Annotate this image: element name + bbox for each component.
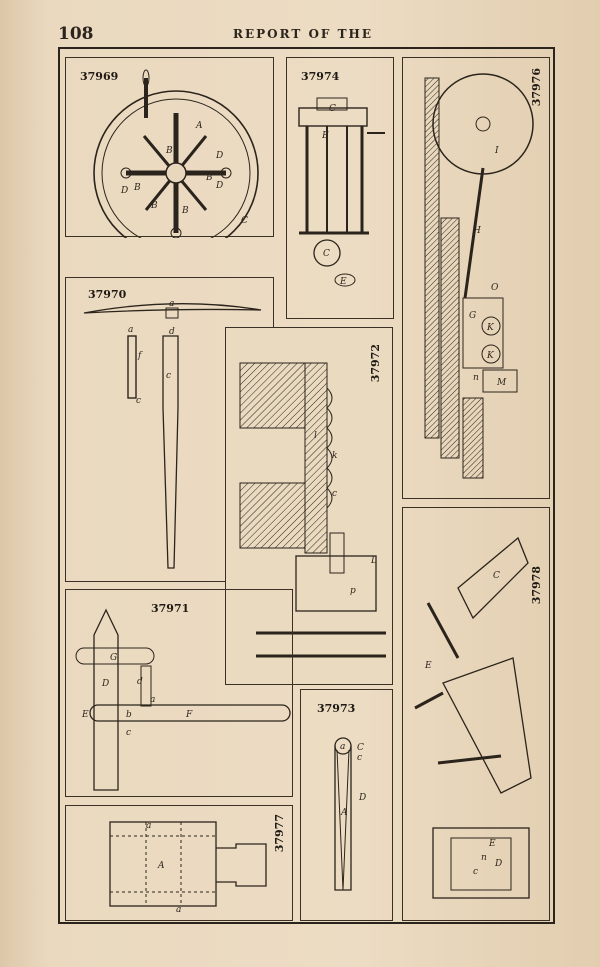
label-b: b [126,710,132,720]
figure-37973-panel: 37973 a C c D A [300,689,393,921]
label-B: B [205,173,213,183]
figure-37970-drawing: a d a f c c [83,299,262,569]
figure-number: 37970 [88,288,127,301]
figure-37976-panel: 37976 I H O G [402,57,550,499]
label-I: I [494,146,499,156]
label-F: F [185,710,193,720]
label-G: G [469,311,476,321]
label-O: O [491,283,499,293]
label-A: A [195,121,203,131]
label-c: c [473,867,478,877]
label-a: a [340,742,345,752]
figure-37978-drawing: C E E D n c [414,536,532,899]
label-E: E [81,710,89,720]
figure-number: 37974 [301,70,340,83]
figure-37974-drawing: C E C E [298,97,385,287]
label-C: C [329,104,336,114]
label-c: c [136,396,141,406]
label-L: L [370,556,377,566]
figure-number: 37971 [151,602,190,615]
label-a: a [150,695,155,705]
label-B: B [165,146,173,156]
label-K: K [486,351,495,361]
figure-37978-panel: 37978 C E E D n c [402,507,550,921]
label-n: n [473,373,479,383]
label-D: D [215,181,223,191]
label-d: d [137,677,143,687]
figure-37973-drawing: a C c D A [334,737,366,891]
label-D: D [101,679,109,689]
label-E: E [488,839,496,849]
running-head: REPORT OF THE [233,27,374,41]
label-K: K [486,323,495,333]
label-C: C [357,743,364,753]
label-D: D [358,793,366,803]
label-c: c [166,371,171,381]
label-f: f [137,351,143,361]
page-header: 108 REPORT OF THE [0,22,600,46]
label-p: p [350,586,356,596]
label-A: A [340,808,348,818]
figure-number: 37969 [80,70,119,83]
figure-37974-panel: 37974 C E C E [286,57,394,319]
label-a: a [146,821,151,831]
label-B: B [150,201,158,211]
label-D: D [215,151,223,161]
figure-37971-panel: 37971 G D d a E b F c [65,589,293,797]
figure-37969-drawing: A B B B B B D D D C [93,69,259,238]
label-c: c [357,753,362,763]
label-E: E [424,661,432,671]
figure-37969-panel: 37969 A B B B B B D D [65,57,274,238]
label-c: c [332,489,337,499]
label-E: E [321,131,329,141]
label-C: C [323,249,330,259]
label-B: B [133,183,141,193]
label-A: A [157,861,165,871]
label-d: d [169,327,175,337]
figure-37971-drawing: G D d a E b F c [75,608,291,791]
label-G: G [110,653,117,663]
label-H: H [472,226,481,236]
label-D: D [494,859,502,869]
label-c: c [126,728,131,738]
label-a: a [169,299,174,309]
patent-plate: 37969 A B B B B B D D [58,47,555,924]
label-B: B [181,206,189,216]
label-E: E [339,277,347,287]
figure-37977-panel: 37977 A a a [65,805,293,921]
label-C: C [241,216,248,226]
figure-37972-drawing: l k c L p [239,362,386,658]
label-a: a [176,905,181,915]
label-M: M [496,378,507,388]
page-number: 108 [58,24,94,44]
label-D: D [120,186,128,196]
figure-37976-drawing: I H O G K K n M [424,73,534,479]
figure-37972-panel: 37972 l k c L p [225,327,393,685]
figure-37977-drawing: A a a [109,821,267,915]
figure-number: 37973 [317,702,356,715]
label-C: C [493,571,500,581]
label-k: k [332,451,337,461]
label-a: a [128,325,133,335]
label-l: l [314,431,317,441]
label-n: n [481,853,487,863]
